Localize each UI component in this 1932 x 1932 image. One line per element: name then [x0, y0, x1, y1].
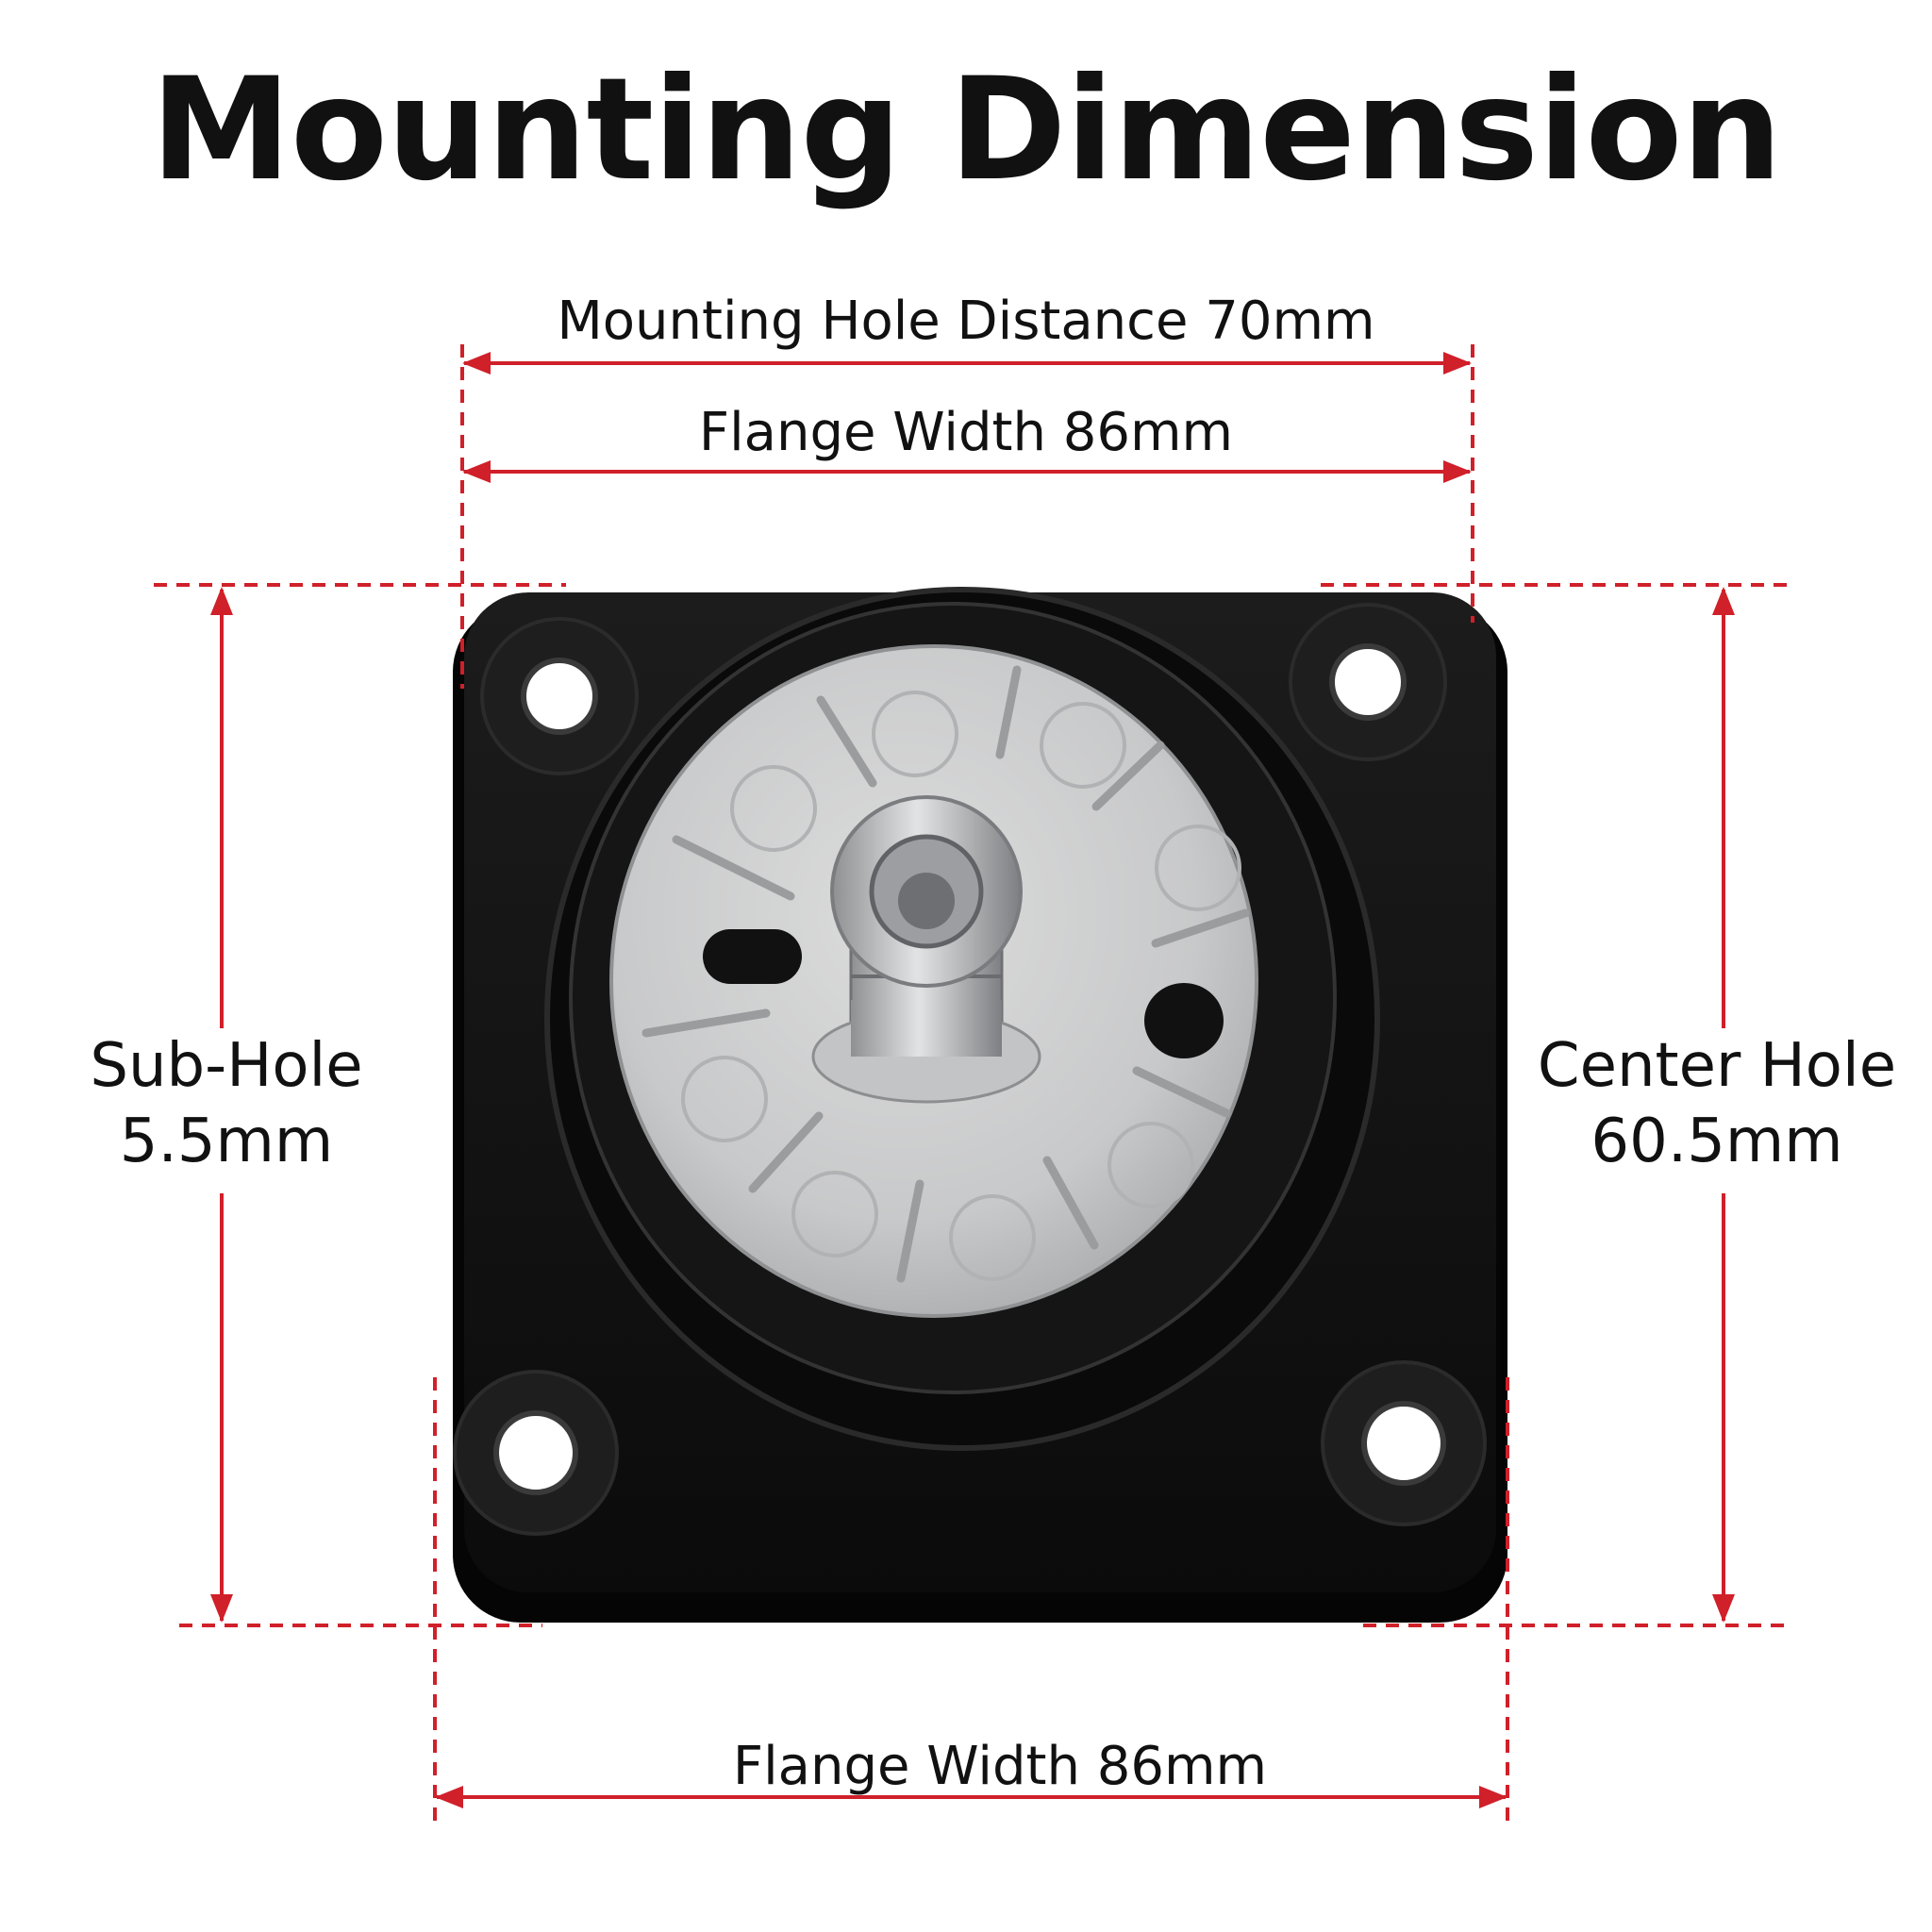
- arrow-9: [1712, 587, 1735, 615]
- sub-hole-label: Sub-Hole 5.5mm: [38, 1028, 415, 1179]
- arrow-3: [462, 460, 491, 483]
- hub-dimples: [681, 691, 1241, 1281]
- hole-top-left: [480, 617, 639, 775]
- sub-hole-label-line2: 5.5mm: [119, 1107, 334, 1176]
- center-hole-label-line2: 60.5mm: [1591, 1107, 1843, 1176]
- page-title: Mounting Dimension: [150, 48, 1783, 212]
- center-shaft: [811, 795, 1041, 1104]
- arrow-5: [435, 1786, 463, 1808]
- sub-hole-label-line1: Sub-Hole: [90, 1031, 363, 1101]
- hub-slots: [703, 929, 1224, 1058]
- arrow-10: [1712, 1594, 1735, 1623]
- hole-distance-label: Mounting Hole Distance 70mm: [557, 291, 1375, 352]
- dimension-arrows: [210, 352, 1735, 1808]
- arrow-7: [210, 587, 233, 615]
- hole-top-right: [1289, 603, 1447, 761]
- arrow-1: [462, 352, 491, 375]
- hub-grooves: [641, 665, 1250, 1283]
- arrow-8: [210, 1594, 233, 1623]
- hole-bottom-left: [453, 1370, 619, 1536]
- flange-width-top-label: Flange Width 86mm: [698, 402, 1234, 463]
- arrow-4: [1443, 460, 1472, 483]
- center-hole-label: Center Hole 60.5mm: [1509, 1028, 1924, 1179]
- hole-bottom-right: [1321, 1360, 1487, 1526]
- center-hole-label-line1: Center Hole: [1537, 1031, 1897, 1101]
- mounting-holes: [453, 603, 1487, 1536]
- arrow-2: [1443, 352, 1472, 375]
- flange-width-bottom-label: Flange Width 86mm: [732, 1736, 1268, 1797]
- arrow-6: [1479, 1786, 1507, 1808]
- dimension-lines: [154, 344, 1788, 1825]
